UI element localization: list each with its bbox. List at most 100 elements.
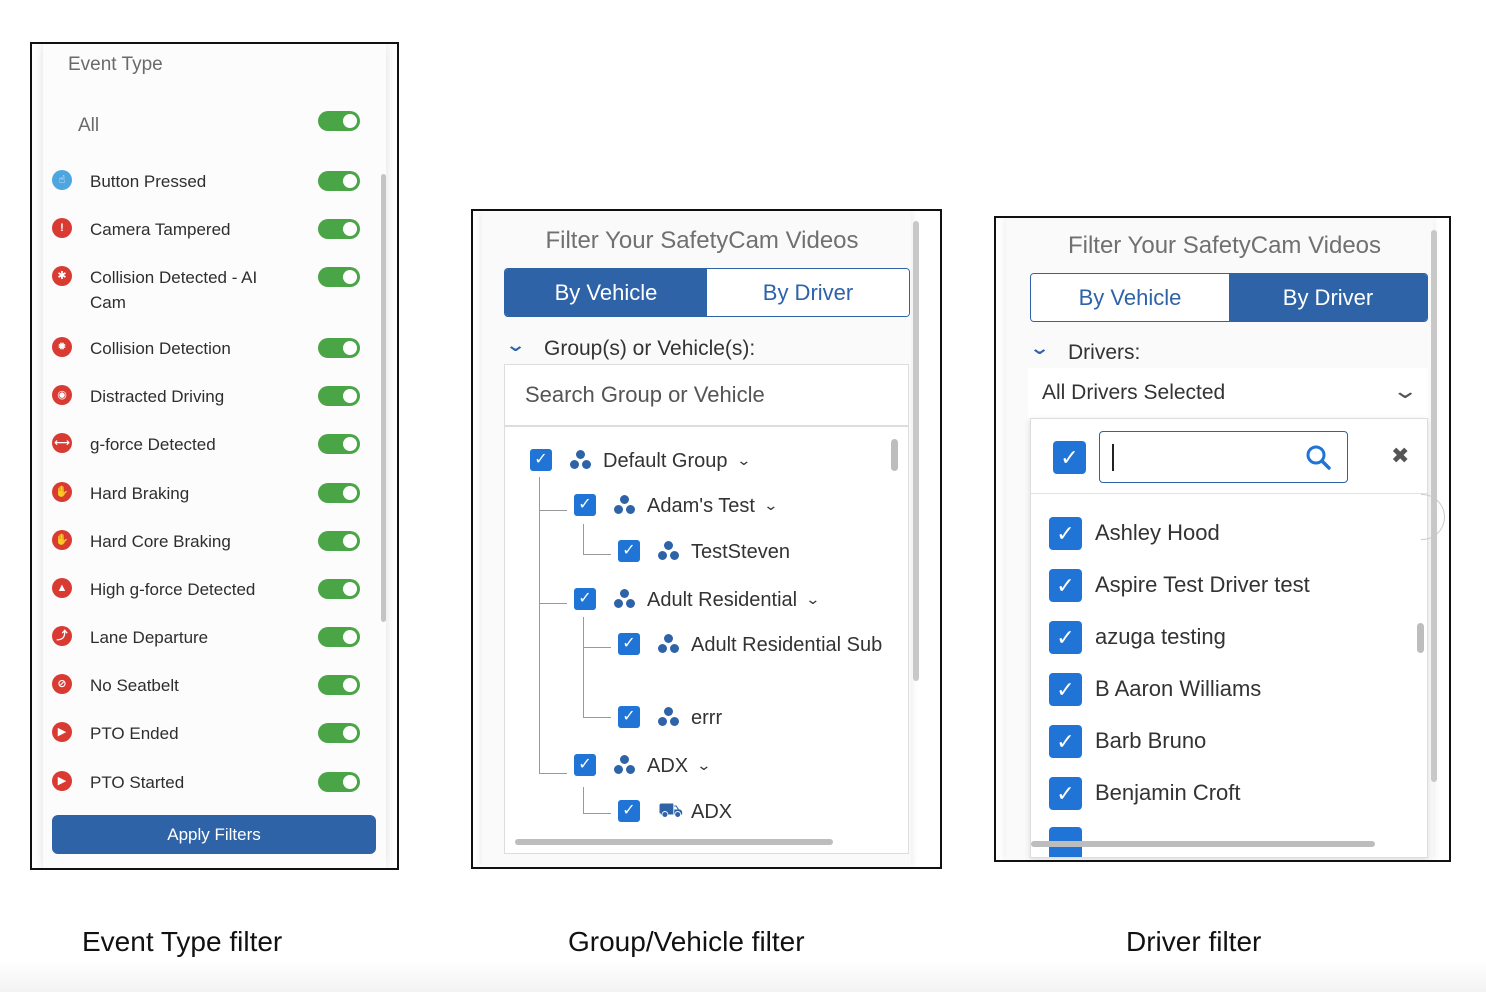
driver-checkbox[interactable]: ✓ [1049,725,1082,758]
tab-by-vehicle[interactable]: By Vehicle [505,269,707,316]
event-toggle[interactable] [318,627,360,647]
tree-checkbox[interactable]: ✓ [618,633,640,655]
driver-name[interactable]: azuga testing [1095,624,1226,649]
driver-filter-card: Filter Your SafetyCam Videos By Vehicle … [1006,218,1445,860]
group-icon [614,495,636,515]
event-toggle[interactable] [318,267,360,287]
event-row: ☝Button Pressed [43,169,386,213]
event-toggle[interactable] [318,386,360,406]
vehicle-panel-scrollbar[interactable] [913,221,919,681]
select-all-drivers-checkbox[interactable]: ✓ [1053,441,1086,474]
event-row: ⤴Lane Departure [43,625,386,669]
group-icon [658,634,680,654]
event-list-scrollbar[interactable] [381,174,386,622]
group-vehicle-tree: ✓ Default Group ⌄ ✓ Adam's Test ⌄ ✓ TestSteven ✓… [504,426,909,854]
tab-by-driver[interactable]: By Driver [707,269,909,316]
tree-checkbox[interactable]: ✓ [574,494,596,516]
close-icon[interactable]: ✖ [1391,443,1410,468]
group-icon [614,589,636,609]
tree-checkbox[interactable]: ✓ [530,449,552,471]
event-toggle[interactable] [318,219,360,239]
event-row: ✋Hard Braking [43,481,386,525]
driver-name[interactable]: Benjamin Croft [1095,780,1241,805]
driver-checkbox[interactable]: ✓ [1049,673,1082,706]
driver-name[interactable]: Ashley Hood [1095,520,1220,545]
event-toggle[interactable] [318,675,360,695]
driver-search-input[interactable] [1099,431,1348,483]
play-icon: ▶ [52,771,72,791]
tree-connector [583,717,611,718]
gforce-icon: ⟷ [52,433,72,453]
event-toggle[interactable] [318,723,360,743]
event-type-card: Event Type All ☝Button Pressed!Camera Ta… [43,44,386,868]
event-row: ▲High g-force Detected [43,577,386,621]
chevron-down-icon[interactable]: ⌄ [763,497,779,513]
driver-checkbox[interactable]: ✓ [1049,777,1082,810]
driver-name[interactable]: Aspire Test Driver test [1095,572,1310,597]
tree-item-label[interactable]: ADX [691,801,733,823]
car-icon: ⛟ [658,800,684,822]
text-cursor [1112,444,1114,471]
driver-list-horizontal-scrollbar[interactable] [1031,841,1375,847]
tree-connector [583,647,611,648]
event-toggle[interactable] [318,171,360,191]
tree-checkbox[interactable]: ✓ [618,540,640,562]
apply-filters-button[interactable]: Apply Filters [52,815,376,854]
driver-name[interactable]: B Aaron Williams [1095,676,1262,701]
driver-panel-scrollbar[interactable] [1431,230,1437,782]
chevron-down-icon[interactable]: ⌄ [736,452,752,468]
event-row: !Camera Tampered [43,217,386,261]
event-label: Collision Detected - AI Cam [90,268,258,312]
event-toggle[interactable] [318,531,360,551]
tree-item-label[interactable]: ADX [647,755,689,777]
event-label: PTO Ended [90,724,179,743]
driver-filter-panel: Filter Your SafetyCam Videos By Vehicle … [994,216,1451,862]
driver-panel-tabs: By Vehicle By Driver [1030,273,1428,322]
event-toggle[interactable] [318,483,360,503]
event-type-panel: Event Type All ☝Button Pressed!Camera Ta… [30,42,399,870]
group-icon [570,450,592,470]
group-vehicle-search-input[interactable]: Search Group or Vehicle [504,364,909,426]
group-icon [658,707,680,727]
event-toggle[interactable] [318,338,360,358]
driver-checkbox[interactable]: ✓ [1049,621,1082,654]
driver-list-scrollbar[interactable] [1417,623,1424,653]
tree-horizontal-scrollbar[interactable] [515,839,833,845]
tree-item-label[interactable]: Adam's Test [647,495,755,517]
tree-checkbox[interactable]: ✓ [618,706,640,728]
tree-item-label[interactable]: TestSteven [691,541,790,563]
page-bottom-shade [0,960,1486,992]
driver-caption: Driver filter [1126,926,1262,957]
tree-item-label[interactable]: errr [691,707,723,729]
drivers-select[interactable]: All Drivers Selected ⌄ [1028,368,1428,418]
all-events-toggle[interactable] [318,111,360,131]
tree-item-label[interactable]: Adult Residential Sub [691,634,883,656]
car-crash-icon: ✱ [52,266,72,286]
chevron-down-icon[interactable]: ⌄ [696,757,712,773]
chevron-down-icon: ⌄ [1390,378,1419,403]
chevron-down-icon[interactable]: ⌄ [805,591,821,607]
tab-by-vehicle[interactable]: By Vehicle [1031,274,1229,321]
event-label: Collision Detection [90,339,231,358]
driver-checkbox[interactable]: ✓ [1049,517,1082,550]
tab-by-driver[interactable]: By Driver [1229,274,1427,321]
tree-vertical-scrollbar[interactable] [891,439,898,471]
event-toggle[interactable] [318,772,360,792]
event-toggle[interactable] [318,579,360,599]
event-label: Hard Core Braking [90,532,231,551]
event-toggle[interactable] [318,434,360,454]
tree-connector [583,617,584,717]
tree-checkbox[interactable]: ✓ [574,588,596,610]
tree-connector [583,813,611,814]
driver-name[interactable]: Barb Bruno [1095,728,1207,753]
event-label: High g-force Detected [90,580,256,599]
hand-stop-icon: ✋ [52,482,72,502]
search-icon[interactable] [1305,444,1331,470]
tree-item-label[interactable]: Default Group [603,450,728,472]
chevron-down-icon[interactable]: ⌄ [504,335,527,355]
tree-checkbox[interactable]: ✓ [618,800,640,822]
tree-checkbox[interactable]: ✓ [574,754,596,776]
driver-checkbox[interactable]: ✓ [1049,569,1082,602]
chevron-down-icon[interactable]: ⌄ [1028,338,1051,358]
tree-item-label[interactable]: Adult Residential [647,589,798,611]
